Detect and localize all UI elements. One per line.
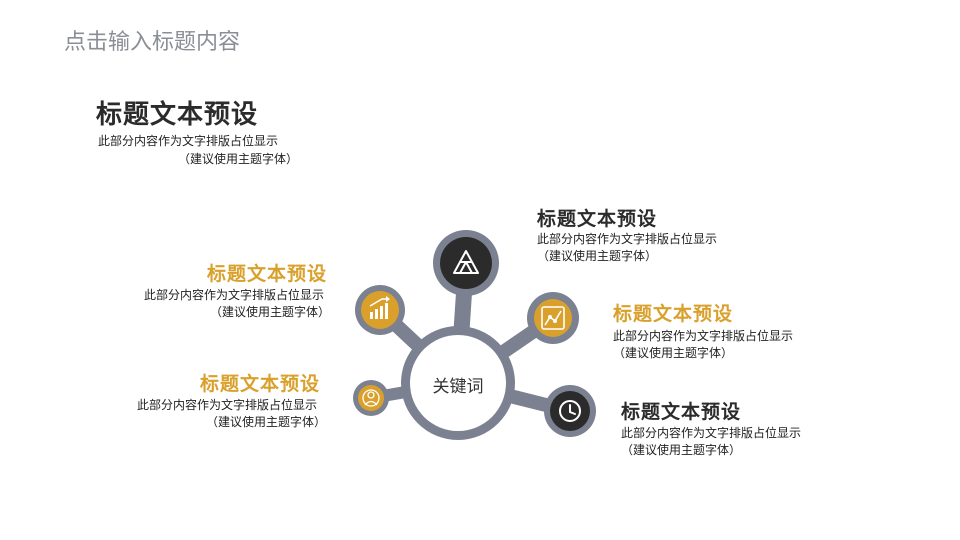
intro-line1: 此部分内容作为文字排版占位显示 xyxy=(98,134,279,148)
block-lower-left-title: 标题文本预设 xyxy=(200,373,321,395)
node-top xyxy=(433,230,499,296)
block-upper-left-line1: 此部分内容作为文字排版占位显示 xyxy=(144,288,325,302)
node-upper-right xyxy=(527,292,579,344)
node-upper-left xyxy=(355,285,405,335)
block-top-title: 标题文本预设 xyxy=(537,208,658,230)
block-upper-right-title: 标题文本预设 xyxy=(613,303,734,325)
clock-icon xyxy=(559,400,581,422)
node-lower-right xyxy=(544,385,596,437)
block-lower-left-line1: 此部分内容作为文字排版占位显示 xyxy=(137,398,318,412)
triangle-icon xyxy=(453,250,479,274)
user-icon xyxy=(362,389,380,407)
block-lower-right-line2: （建议使用主题字体） xyxy=(621,443,742,457)
block-upper-right-line2: （建议使用主题字体） xyxy=(613,346,734,360)
page-title: 点击输入标题内容 xyxy=(64,30,241,55)
block-upper-left-line2: （建议使用主题字体） xyxy=(210,305,331,319)
block-top-line2: （建议使用主题字体） xyxy=(537,249,658,263)
block-upper-right-line1: 此部分内容作为文字排版占位显示 xyxy=(613,329,794,343)
center-keyword: 关键词 xyxy=(432,377,484,397)
block-top-line1: 此部分内容作为文字排版占位显示 xyxy=(537,232,718,246)
line-chart-icon xyxy=(541,306,565,330)
node-lower-left xyxy=(353,380,389,416)
block-lower-right-line1: 此部分内容作为文字排版占位显示 xyxy=(621,426,802,440)
intro-line2: （建议使用主题字体） xyxy=(178,152,299,166)
intro-title: 标题文本预设 xyxy=(96,100,259,130)
block-lower-left-line2: （建议使用主题字体） xyxy=(206,415,327,429)
center-hub xyxy=(401,326,515,440)
bar-chart-icon xyxy=(369,296,390,319)
block-lower-right-title: 标题文本预设 xyxy=(621,401,742,423)
block-upper-left-title: 标题文本预设 xyxy=(207,263,328,285)
